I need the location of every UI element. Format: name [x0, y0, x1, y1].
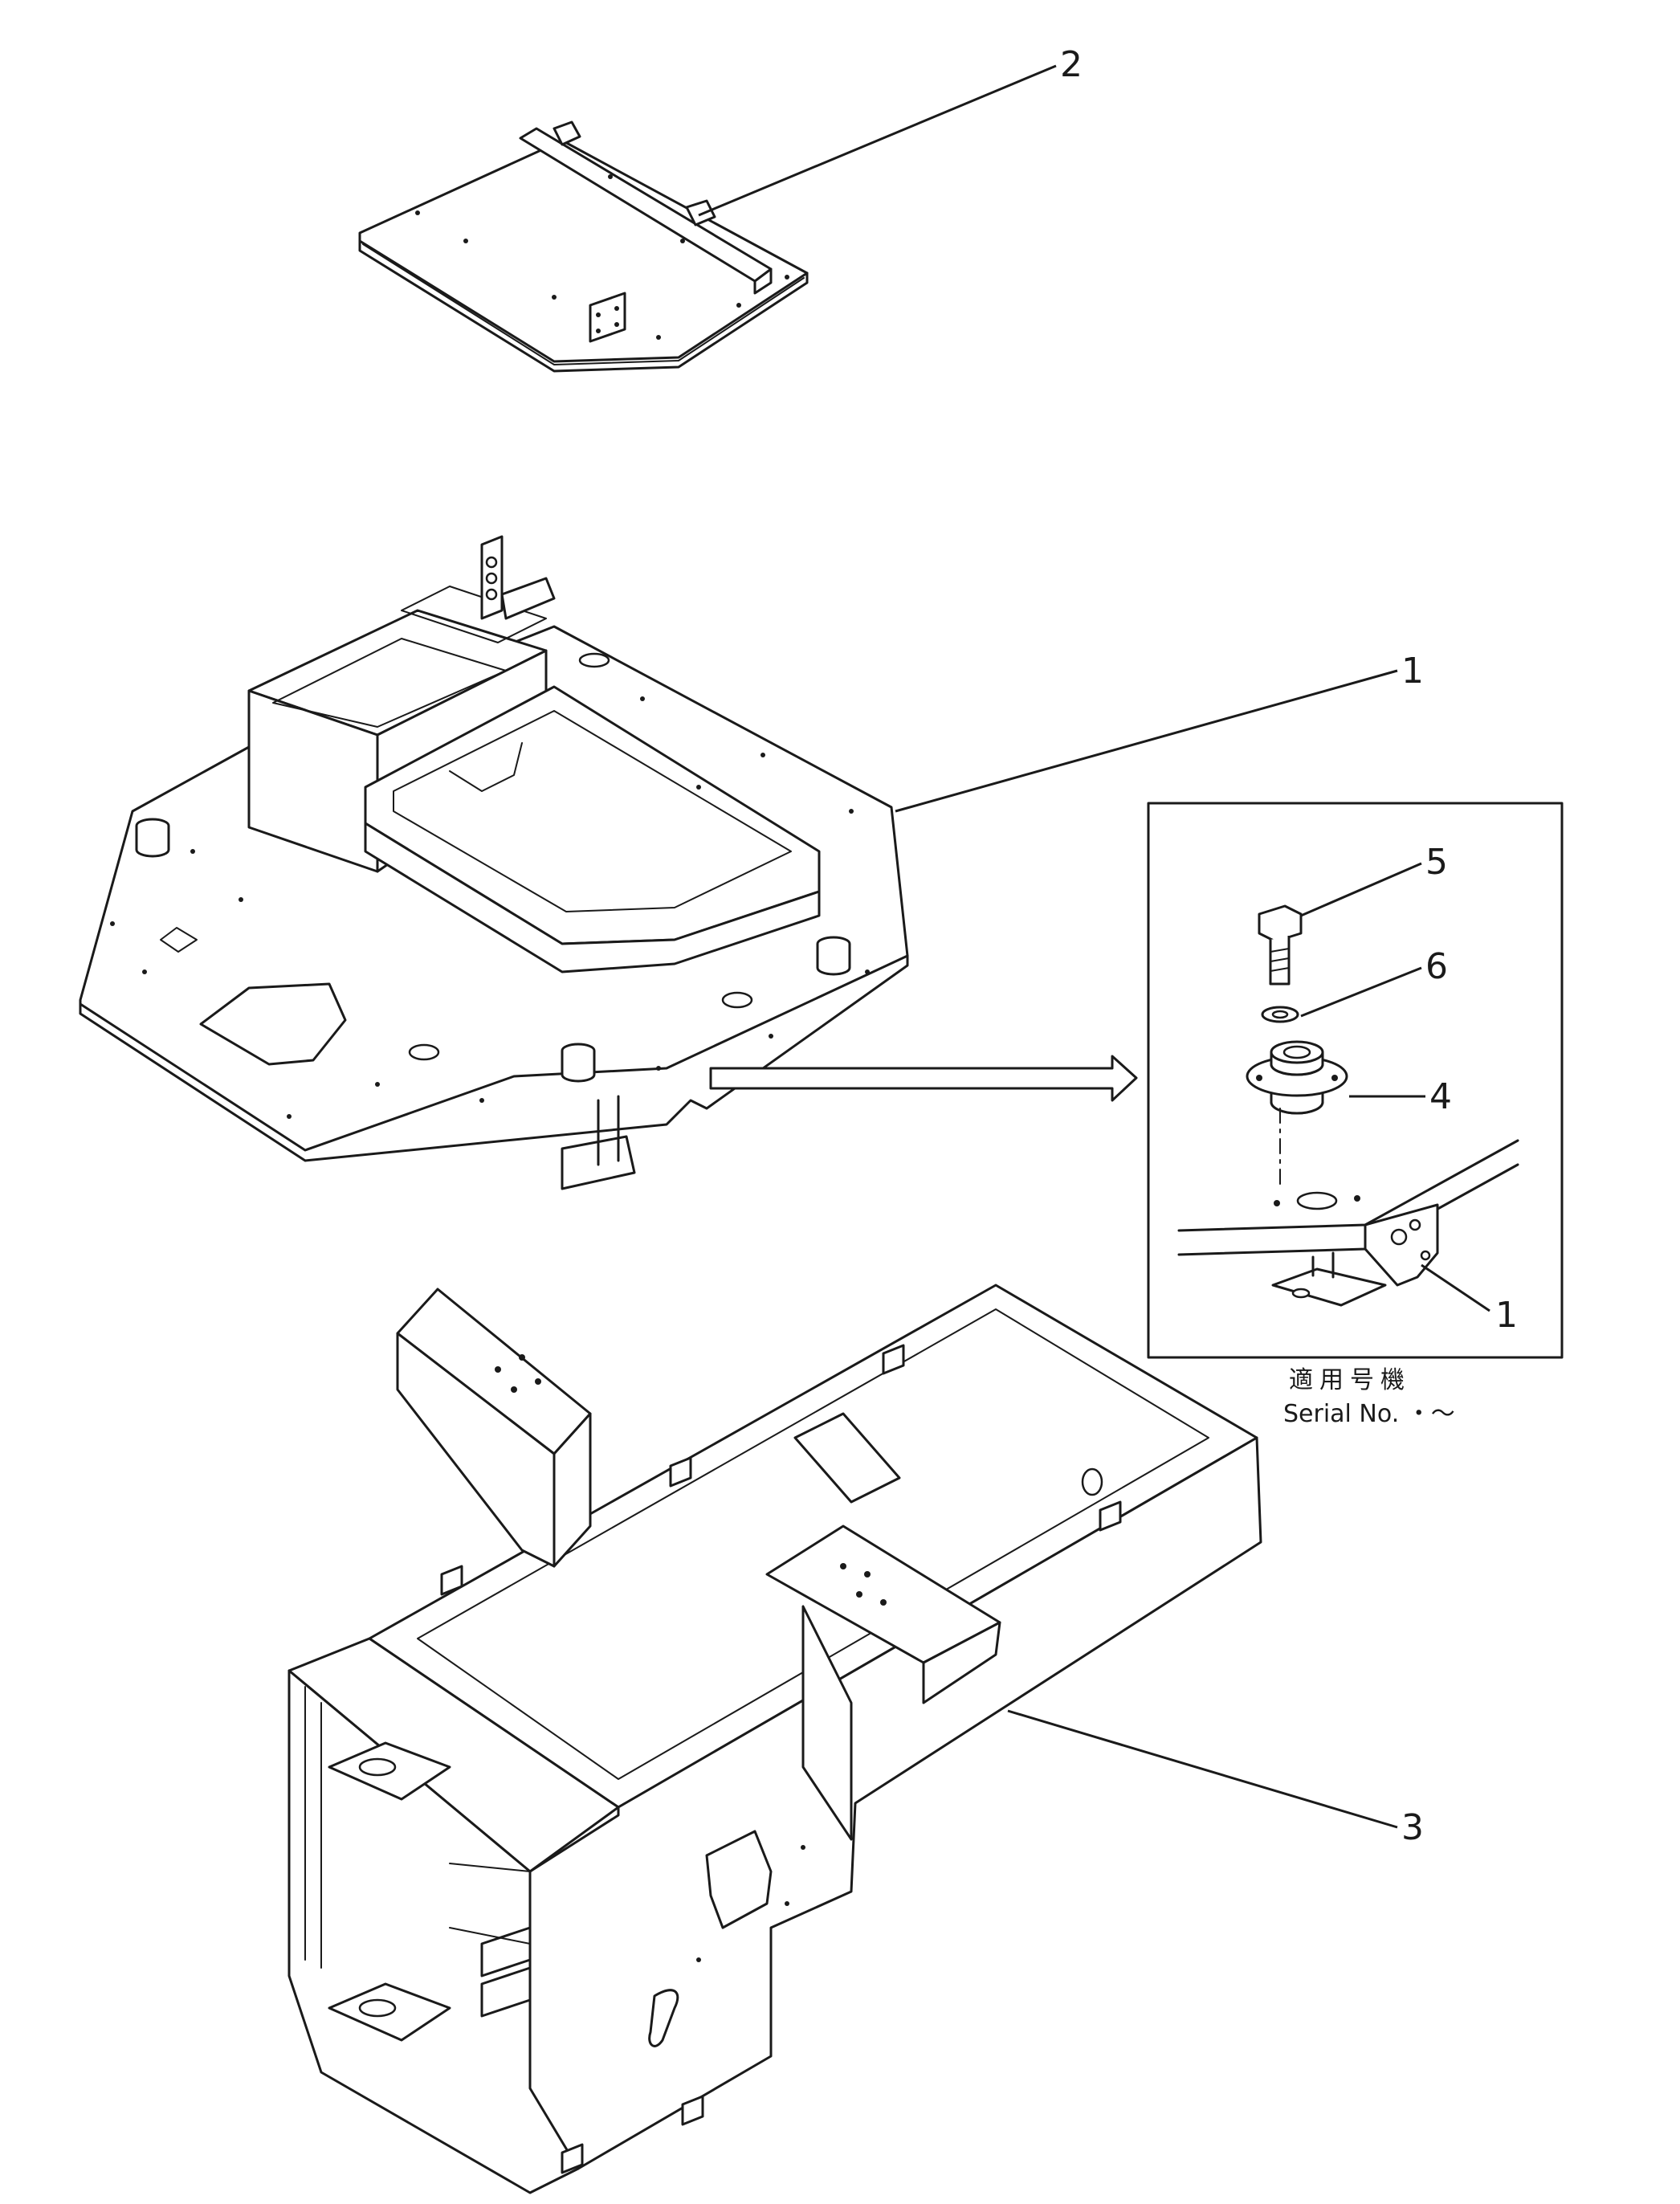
floor-frame-part — [79, 535, 909, 1190]
mount-part — [1246, 1040, 1348, 1115]
callout-4: 4 — [1429, 1076, 1452, 1117]
serial-note: 適用号機 Serial No. ・～ — [1283, 1366, 1455, 1428]
leader-lines — [698, 64, 1490, 1829]
rubber-mount-front — [561, 1043, 596, 1083]
detail-inset — [1147, 802, 1564, 1359]
callout-3: 3 — [1401, 1807, 1424, 1848]
rubber-mount-right — [816, 936, 851, 976]
callout-1-detail: 1 — [1495, 1295, 1518, 1336]
callout-2: 2 — [1060, 44, 1083, 85]
floor-frame-detail — [1177, 1139, 1519, 1307]
serial-label-en: Serial No. ・～ — [1283, 1400, 1455, 1428]
callout-6: 6 — [1425, 946, 1448, 987]
washer-part — [1261, 1006, 1299, 1023]
serial-label-jp: 適用号機 — [1289, 1366, 1411, 1394]
rubber-mount-left — [135, 818, 170, 858]
cover-plate-part — [358, 120, 809, 373]
callout-1: 1 — [1401, 651, 1424, 692]
bolt-part — [1258, 904, 1303, 986]
main-frame-part — [287, 1284, 1262, 2194]
callout-labels: 2 1 3 5 6 4 1 — [1060, 44, 1518, 1848]
callout-5: 5 — [1425, 842, 1448, 883]
detail-arrow — [709, 1055, 1138, 1102]
